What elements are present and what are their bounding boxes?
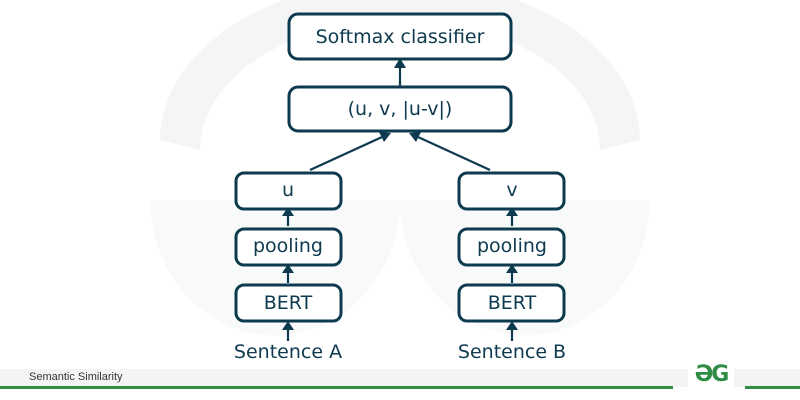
input-sentence-a: Sentence A [234,341,342,363]
node-v: v [457,171,566,211]
node-u: u [234,171,343,211]
node-label: v [506,179,517,201]
edge-u-concat [309,136,383,171]
node-label: pooling [253,235,323,257]
input-sentence-b: Sentence B [458,341,566,363]
edge-v-concat [417,136,491,171]
node-softmax-classifier: Softmax classifier [287,12,513,61]
footer-caption: Semantic Similarity [29,371,123,383]
node-label: BERT [264,292,313,314]
footer-bar [0,369,800,387]
node-label: u [282,179,294,201]
node-label: Softmax classifier [316,26,485,48]
node-bert-b: BERT [457,283,566,323]
arrowhead-icon [379,132,391,142]
arrowhead-icon [409,132,421,142]
footer-divider [745,386,800,389]
arrowhead-icon [282,321,294,330]
node-label: BERT [488,292,537,314]
footer-divider [0,386,673,389]
arrowhead-icon [282,207,294,216]
arrowhead-icon [282,264,294,273]
arrowhead-icon [506,264,518,273]
brand-logo: ƏG [688,362,734,389]
node-concat: (u, v, |u-v|) [287,85,513,133]
node-bert-a: BERT [234,283,343,323]
node-label: (u, v, |u-v|) [348,98,453,120]
node-label: pooling [477,235,547,257]
node-pooling-b: pooling [457,227,566,267]
arrowhead-icon [506,207,518,216]
arrowhead-icon [394,58,406,68]
arrowhead-icon [506,321,518,330]
brand-logo-icon: ƏG [694,362,730,387]
node-pooling-a: pooling [234,227,343,267]
